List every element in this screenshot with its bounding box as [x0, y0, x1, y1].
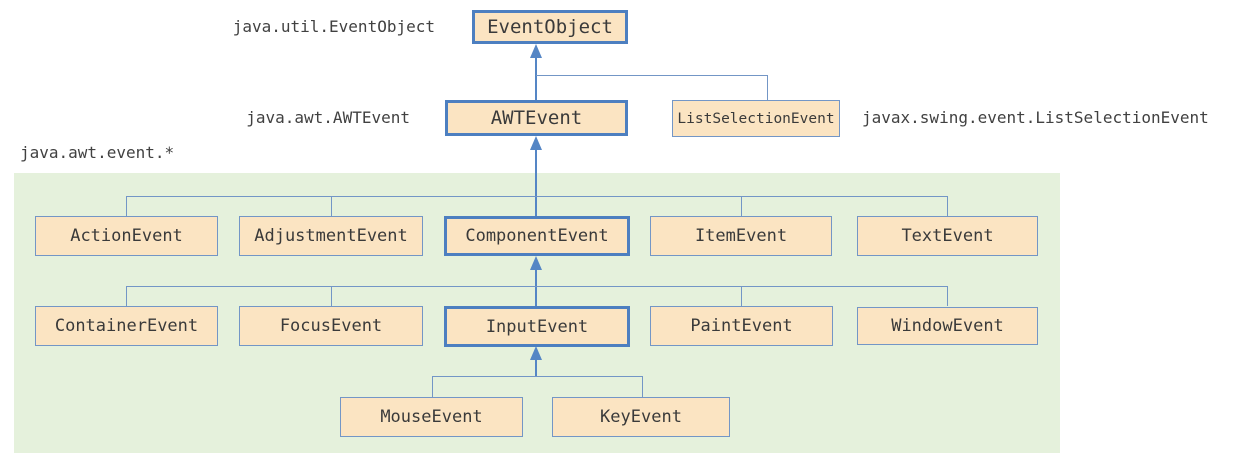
- class-box-componentevent: ComponentEvent: [444, 216, 630, 256]
- edge-awtevent-eventobject: [535, 56, 537, 100]
- class-box-focusevent: FocusEvent: [239, 306, 423, 346]
- row1-stub-textevent: [947, 196, 948, 216]
- package-label-java-util-eventobject: java.util.EventObject: [232, 17, 435, 36]
- row1-stub-actionevent: [126, 196, 127, 216]
- row1-stub-adjustmentevent: [331, 196, 332, 216]
- row3-connector-rail: [432, 376, 643, 377]
- class-box-windowevent: WindowEvent: [857, 307, 1038, 345]
- arrowhead-up-icon: [530, 44, 542, 58]
- class-box-adjustmentevent: AdjustmentEvent: [239, 216, 423, 256]
- class-box-actionevent: ActionEvent: [35, 216, 218, 256]
- row2-stub-focusevent: [331, 286, 332, 306]
- row2-stub-containerevent: [126, 286, 127, 306]
- class-box-eventobject: EventObject: [472, 10, 628, 44]
- package-label-java-awt-awtevent: java.awt.AWTEvent: [246, 108, 410, 127]
- class-box-paintevent: PaintEvent: [650, 306, 833, 346]
- class-box-awtevent: AWTEvent: [445, 100, 628, 136]
- edge-listselection-branch-v: [767, 75, 768, 101]
- edge-componentevent-awtevent: [535, 148, 537, 216]
- row1-stub-itemevent: [741, 196, 742, 216]
- row1-connector-rail: [126, 196, 948, 197]
- class-box-itemevent: ItemEvent: [650, 216, 832, 256]
- package-label-javax-swing-event-listselectionevent: javax.swing.event.ListSelectionEvent: [862, 108, 1209, 127]
- class-box-keyevent: KeyEvent: [552, 397, 730, 437]
- row2-stub-paintevent: [741, 286, 742, 306]
- edge-row3-inputevent: [535, 358, 537, 376]
- class-box-mouseevent: MouseEvent: [340, 397, 523, 437]
- class-box-listselectionevent: ListSelectionEvent: [672, 100, 840, 137]
- arrowhead-up-icon: [530, 346, 542, 360]
- package-label-java-awt-event-star: java.awt.event.*: [20, 143, 175, 162]
- arrowhead-up-icon: [530, 136, 542, 150]
- row2-connector-rail: [126, 286, 948, 287]
- class-box-textevent: TextEvent: [857, 216, 1038, 256]
- row2-stub-windowevent: [947, 286, 948, 306]
- class-box-containerevent: ContainerEvent: [35, 306, 218, 346]
- row3-stub-keyevent: [642, 376, 643, 397]
- edge-listselection-branch-h: [536, 75, 768, 76]
- arrowhead-up-icon: [530, 256, 542, 270]
- edge-inputevent-componentevent: [535, 268, 537, 306]
- class-box-inputevent: InputEvent: [444, 306, 630, 347]
- row3-stub-mouseevent: [432, 376, 433, 397]
